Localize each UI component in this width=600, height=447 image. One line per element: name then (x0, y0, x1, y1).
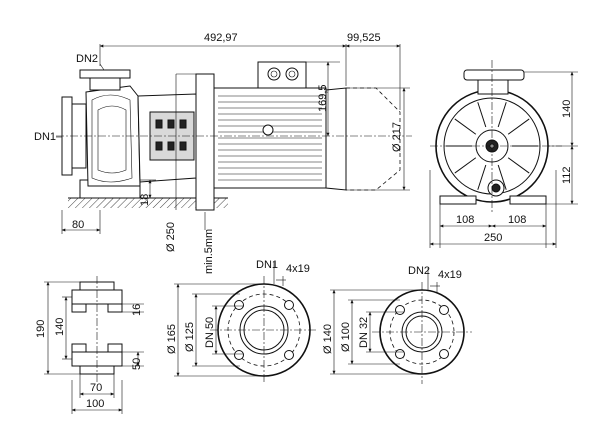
label-dn1: DN1 (34, 131, 56, 143)
dim-foot-190: 190 (35, 320, 47, 338)
flange-dn1: DN1 4x19 Ø 165 Ø 125 DN 50 (166, 259, 318, 384)
dim-flange2-bolts: 4x19 (438, 269, 462, 281)
casing-rib (477, 164, 487, 190)
dim-flange1-d165: Ø 165 (166, 324, 178, 354)
dim-foot-length: 80 (72, 219, 84, 231)
label-dn2-flange: DN2 (408, 265, 430, 277)
casing-rib (497, 164, 507, 190)
discharge-flange (79, 69, 131, 79)
dim-motor-overhang: 99,525 (347, 32, 381, 44)
dim-front-half-right: 108 (508, 214, 526, 226)
front-discharge-flange (463, 69, 525, 81)
dim-flange2-dn: DN 32 (358, 317, 370, 348)
dim-foot-70: 70 (90, 382, 102, 394)
label-dn1-flange: DN1 (256, 259, 278, 271)
dim-flange1-d125: Ø 125 (184, 322, 196, 352)
casing-rib (454, 157, 477, 174)
side-view: DN2 DN1 492,97 99,525 169,5 Ø 217 Ø 250 … (34, 32, 412, 274)
casing-rib (477, 102, 487, 128)
dim-flange1-bolts: 4x19 (286, 263, 310, 275)
casing-rib (507, 118, 530, 135)
dim-foot-50: 50 (131, 358, 143, 370)
casing-rib (507, 157, 530, 174)
dim-clearance: min.5mm (203, 229, 215, 274)
dim-front-lower: 112 (561, 166, 573, 184)
flange-dn2: DN2 4x19 Ø 140 Ø 100 DN 32 (322, 265, 472, 384)
dim-height-terminal: 169,5 (317, 84, 329, 112)
dim-length-total: 492,97 (204, 32, 238, 44)
fan-cover (325, 87, 347, 191)
dim-foot-16: 16 (131, 304, 143, 316)
casing-rib (497, 102, 507, 128)
motor-flange (195, 73, 215, 211)
dim-foot-140: 140 (54, 318, 66, 336)
dim-flange2-d140: Ø 140 (322, 324, 334, 354)
terminal-box (257, 61, 307, 89)
dim-front-width: 250 (484, 232, 502, 244)
dim-foot-100: 100 (86, 398, 104, 410)
dim-front-half-left: 108 (456, 214, 474, 226)
dim-foot-height: 18 (139, 194, 151, 206)
dim-base-diameter: Ø 250 (165, 222, 177, 252)
casing-rib (454, 118, 477, 135)
dim-motor-diameter: Ø 217 (391, 122, 403, 152)
foot-detail: 190 140 16 50 70 100 (35, 276, 144, 414)
label-dn2: DN2 (76, 53, 98, 65)
dim-flange2-d100: Ø 100 (340, 322, 352, 352)
dim-front-upper: 140 (561, 100, 573, 118)
ground-hatch (68, 198, 228, 208)
dim-flange1-dn: DN 50 (204, 317, 216, 348)
front-view: 140 112 108 108 250 (429, 60, 578, 248)
